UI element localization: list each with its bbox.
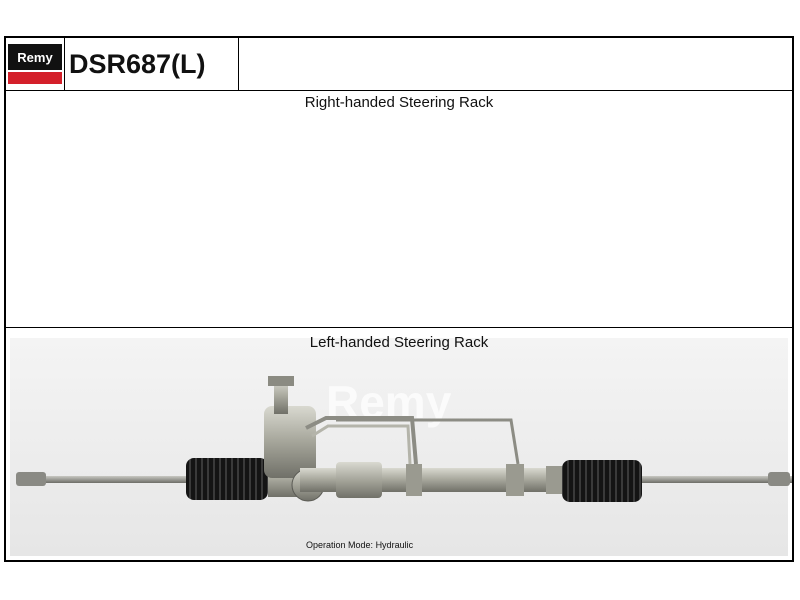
operation-mode-value: Hydraulic [375, 540, 414, 550]
brand-logo: Remy [6, 38, 65, 90]
operation-mode-label: Operation Mode: [306, 540, 374, 550]
right-hand-section: Right-handed Steering Rack [6, 90, 792, 328]
right-hand-title: Right-handed Steering Rack [304, 94, 494, 111]
steering-rack-image: Remy [10, 338, 792, 556]
brand-logo-stripe [8, 72, 62, 84]
left-hand-section: Remy [6, 328, 792, 560]
brand-logo-text: Remy [8, 44, 62, 70]
header-row: Remy DSR687(L) [6, 38, 792, 91]
operation-mode-caption: Operation Mode: Hydraulic [306, 540, 413, 550]
product-sheet: Remy DSR687(L) Right-handed Steering Rac… [4, 36, 794, 562]
left-hand-title: Left-handed Steering Rack [309, 334, 489, 351]
part-number: DSR687(L) [65, 38, 239, 90]
